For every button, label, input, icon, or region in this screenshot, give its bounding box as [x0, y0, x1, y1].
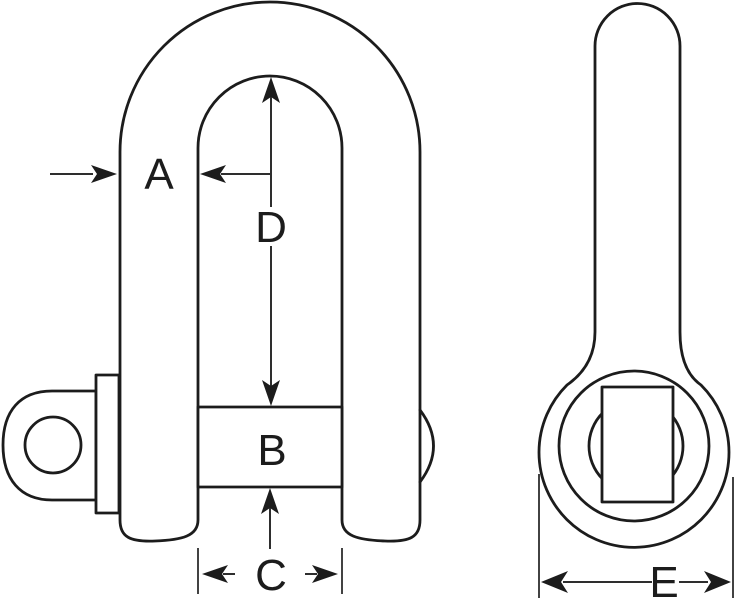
dim-e-right-arrowhead	[704, 571, 731, 593]
dim-label-e: E	[649, 558, 678, 600]
dim-a-outer-arrowhead	[91, 165, 117, 183]
dim-label-b: B	[257, 426, 286, 475]
pin-tip-end	[418, 408, 435, 484]
dim-b-up-arrowhead	[261, 488, 279, 514]
front-view-dimensions: A D B C	[50, 77, 343, 600]
pin-collar	[94, 373, 121, 515]
shackle-front-view	[1, 0, 435, 543]
dim-d-up-arrowhead	[262, 77, 280, 103]
dim-e-left-arrowhead	[541, 571, 568, 593]
side-pin-square-head	[600, 385, 675, 504]
dim-c-left-arrowhead	[202, 565, 228, 583]
dim-a-inner-arrowhead	[200, 165, 226, 183]
shackle-side-view	[537, 2, 731, 549]
pin-eye-hole	[23, 415, 83, 475]
dim-c-right-arrowhead	[312, 565, 338, 583]
shackle-bow-outline	[118, 0, 422, 543]
dim-label-a: A	[144, 150, 174, 199]
dim-d-down-arrowhead	[262, 380, 280, 406]
side-view-dimensions: E	[538, 474, 734, 600]
dim-label-c: C	[255, 551, 287, 600]
dim-label-d: D	[255, 203, 287, 252]
shackle-pin-bar	[196, 405, 344, 489]
